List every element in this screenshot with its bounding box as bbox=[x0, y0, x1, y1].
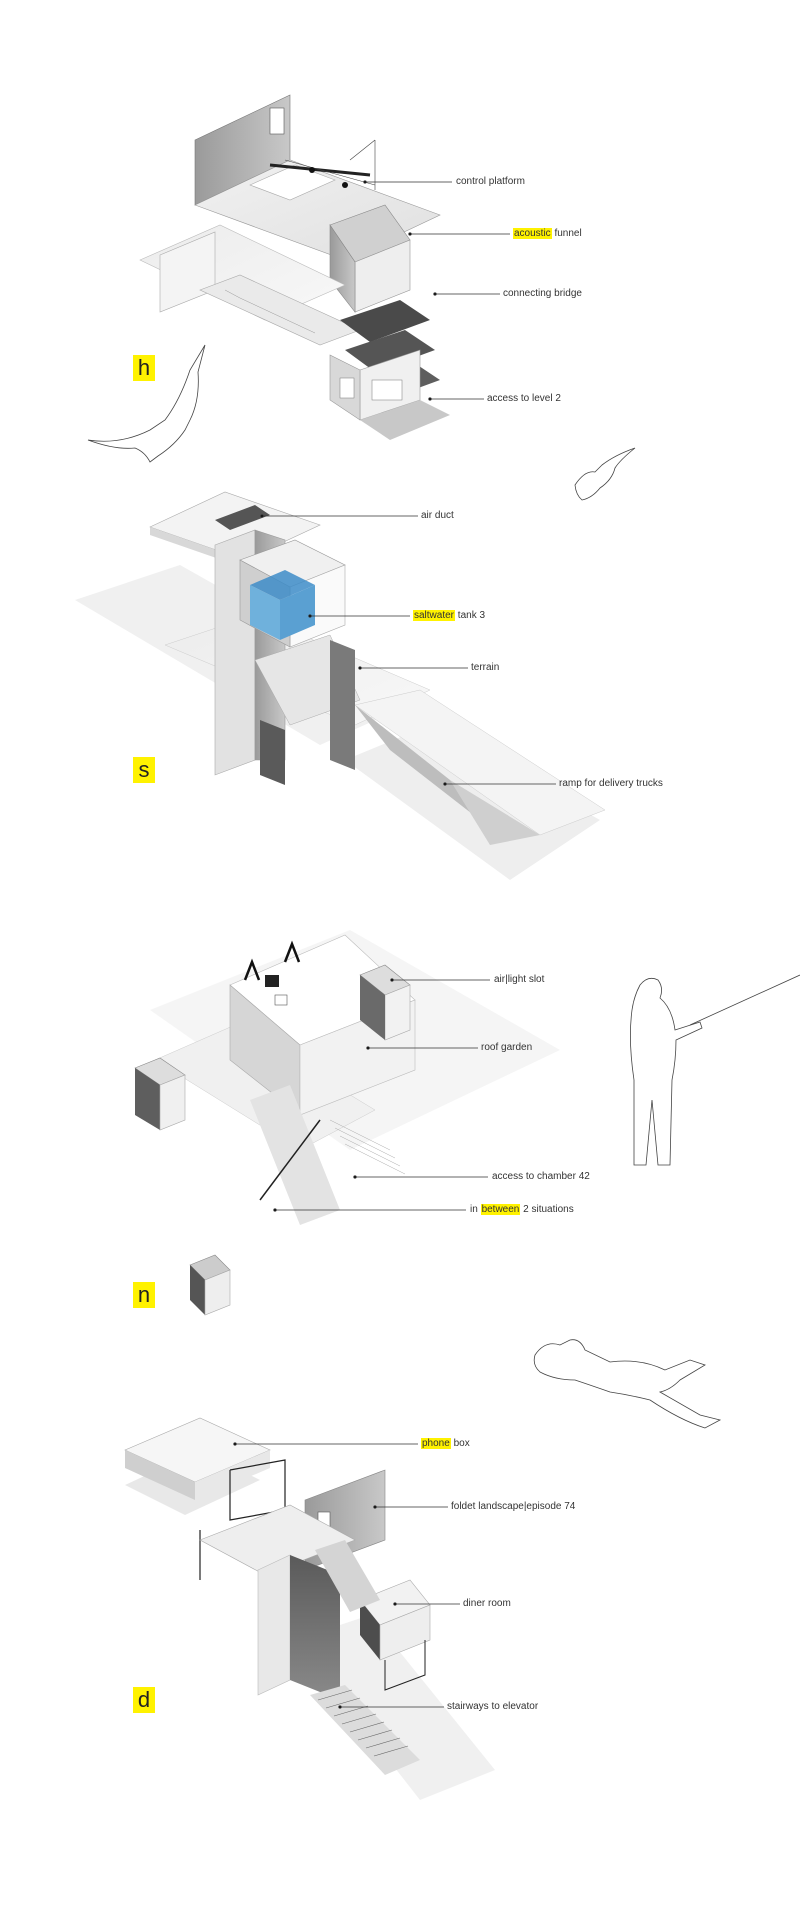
label-text: tank 3 bbox=[455, 610, 486, 621]
label-text: access to chamber 42 bbox=[492, 1171, 590, 1182]
model-h bbox=[139, 94, 450, 440]
label-terrain: terrain bbox=[471, 662, 499, 674]
label-access-chamber-42: access to chamber 42 bbox=[492, 1171, 590, 1183]
label-text: stairways to elevator bbox=[447, 1701, 539, 1712]
label-text: access to level 2 bbox=[487, 393, 561, 404]
model-n bbox=[134, 930, 560, 1316]
label-text: roof garden bbox=[481, 1042, 533, 1053]
label-text: air duct bbox=[421, 510, 454, 521]
label-highlight: between bbox=[480, 1204, 521, 1215]
label-access-level-2: access to level 2 bbox=[487, 393, 561, 405]
label-control-platform: control platform bbox=[456, 176, 525, 188]
bird-illustration bbox=[87, 344, 206, 463]
label-phone-box: phone box bbox=[421, 1438, 470, 1450]
label-text: control platform bbox=[456, 176, 525, 187]
label-highlight: phone bbox=[421, 1438, 451, 1449]
label-text: terrain bbox=[471, 662, 500, 673]
model-d bbox=[124, 1417, 495, 1800]
label-saltwater-tank: saltwater tank 3 bbox=[413, 610, 485, 622]
label-text: diner room bbox=[463, 1598, 511, 1609]
fisherman-illustration bbox=[630, 974, 800, 1166]
label-text: box bbox=[450, 1438, 470, 1449]
label-foldet-landscape: foldet landscape|episode 74 bbox=[451, 1501, 575, 1513]
label-diner-room: diner room bbox=[463, 1598, 511, 1610]
label-connecting-bridge: connecting bridge bbox=[503, 288, 582, 300]
label-highlight: saltwater bbox=[413, 610, 456, 621]
label-text: connecting bridge bbox=[503, 288, 582, 299]
label-stairways-elevator: stairways to elevator bbox=[447, 1701, 538, 1713]
label-acoustic-funnel: acoustic funnel bbox=[513, 228, 582, 240]
section-letter-h: h bbox=[133, 355, 155, 381]
label-text: 2 situations bbox=[520, 1204, 574, 1215]
section-letter-s: s bbox=[133, 757, 155, 783]
label-ramp: ramp for delivery trucks bbox=[559, 778, 663, 790]
label-text: foldet landscape|episode 74 bbox=[451, 1501, 576, 1512]
label-air-duct: air duct bbox=[421, 510, 454, 522]
bird-illustration-small bbox=[574, 447, 636, 501]
label-roof-garden: roof garden bbox=[481, 1042, 532, 1054]
leader-lines bbox=[233, 180, 556, 1709]
label-text: air|light slot bbox=[494, 974, 545, 985]
model-s bbox=[75, 491, 606, 880]
label-highlight: acoustic bbox=[513, 228, 552, 239]
label-air-light-slot: air|light slot bbox=[494, 974, 544, 986]
section-letter-n: n bbox=[133, 1282, 155, 1308]
label-text: funnel bbox=[551, 228, 582, 239]
label-prefix: in bbox=[470, 1204, 481, 1215]
section-letter-d: d bbox=[133, 1687, 155, 1713]
label-text: ramp for delivery trucks bbox=[559, 778, 663, 789]
label-in-between: in between 2 situations bbox=[470, 1204, 574, 1216]
diver-illustration bbox=[533, 1339, 722, 1429]
